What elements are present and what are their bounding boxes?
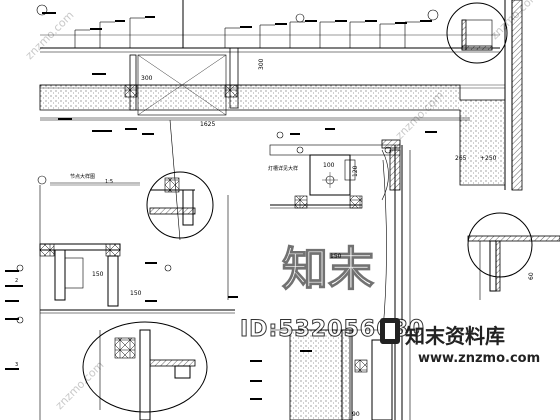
section-marker-icon	[276, 131, 284, 139]
center-watermark: 知末 ID:532056680	[240, 241, 425, 342]
section-marker-icon	[16, 316, 24, 324]
plan-scale: 1:5	[105, 179, 113, 185]
dim-90: 90	[352, 411, 360, 418]
section-marker-icon	[164, 264, 172, 272]
dim-150-bottom: 150	[130, 290, 142, 297]
lower-center-section: 90 150	[250, 253, 410, 420]
light-trough-note: 灯槽详见大样	[268, 165, 298, 172]
section-marker-icon	[384, 146, 392, 154]
section-marker-icon	[296, 146, 304, 154]
dim-265: 265	[455, 155, 467, 162]
diag-watermark-text: znzmo.com	[23, 9, 77, 63]
dim-1625: 1625	[200, 121, 215, 128]
dim-300-right: 300	[258, 58, 265, 70]
detail-circle-right: 60	[467, 212, 560, 300]
dim-60: 60	[528, 272, 535, 280]
dim-150-top: 150	[92, 271, 104, 278]
section-marker-icon	[16, 264, 24, 272]
dim-150-right: 150	[330, 253, 342, 260]
dim-120: 120	[352, 165, 359, 177]
dim-100: 100	[323, 162, 335, 169]
plan-title: 节点大样图	[70, 173, 95, 180]
section-2-label: 2	[15, 278, 18, 284]
detail-circle-center	[146, 171, 214, 239]
section-3-label: 3	[15, 362, 18, 368]
watermark-brand-big: 知末	[282, 242, 374, 296]
dim-300-left: 300	[141, 75, 153, 82]
section-marker-icon	[37, 175, 47, 185]
upper-ceiling-section: 300 300 1625 265 +250	[36, 0, 523, 241]
watermark-brand-small: 知末资料库	[405, 324, 505, 348]
lower-ellipse-detail	[82, 321, 208, 420]
diag-watermark-text: znzmo.com	[53, 359, 107, 413]
lower-left-section: 150 150 2 3	[5, 243, 238, 370]
watermark-url: www.znzmo.com	[418, 351, 540, 366]
dim-250: +250	[480, 155, 497, 162]
plan-title-block: 节点大样图 1:5	[37, 173, 140, 186]
light-box-detail: 100 120 灯槽详见大样	[268, 131, 401, 209]
corner-watermark: 知末资料库 www.znzmo.com	[380, 318, 540, 366]
